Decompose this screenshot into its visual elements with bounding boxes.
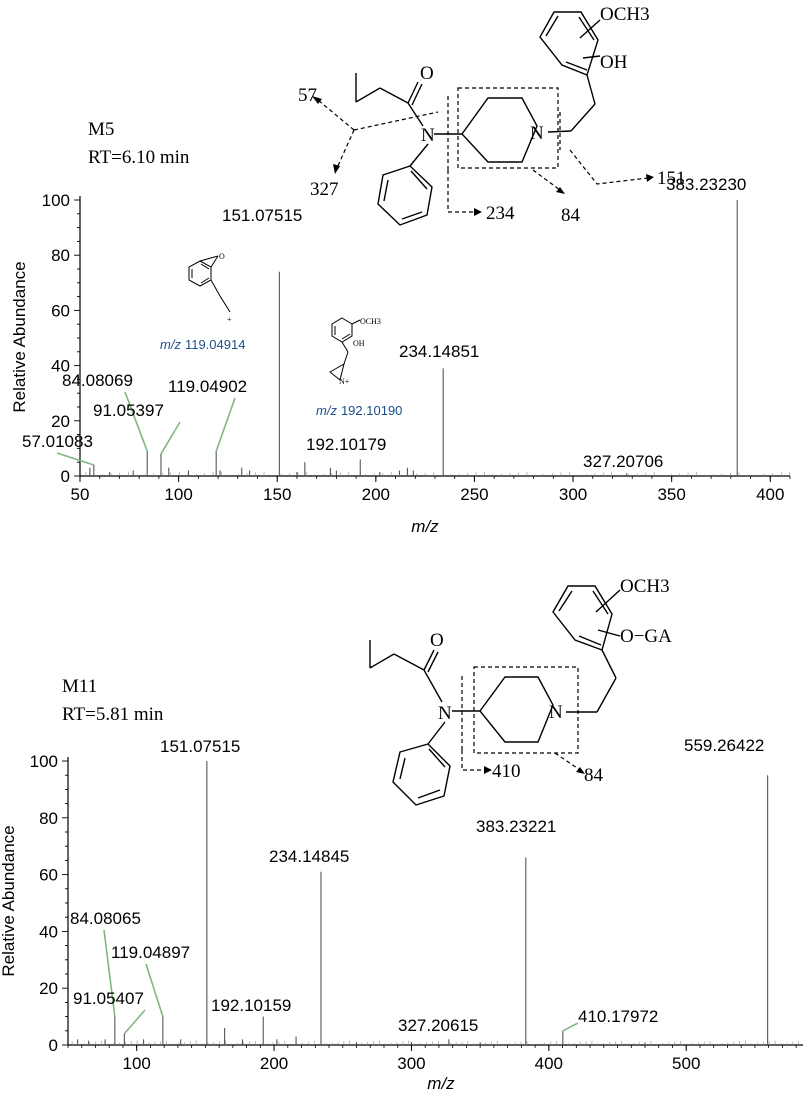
y-tick-label: 20: [39, 979, 58, 998]
panel-m11: M11 RT=5.81 min Relative Abundance m/z 1…: [0, 576, 803, 1093]
x-axis-title-m11: m/z: [427, 1074, 455, 1093]
x-tick-label: 200: [260, 1054, 288, 1073]
label-leader-line: [562, 1022, 579, 1032]
cleavage-84: 84: [561, 205, 581, 226]
methoxy-group-m11: OCH3: [620, 576, 670, 597]
frag192-oh: OH: [353, 339, 365, 348]
label-leader-line: [123, 1009, 146, 1035]
x-tick-label: 200: [362, 485, 390, 504]
plus-charge: +: [227, 315, 232, 324]
axes-m5: 50 100 150 200 250 300 350 400 0 20 40 60 80 100: [42, 191, 791, 504]
cleavage-234: 234: [486, 203, 515, 224]
molecule-structure-m11: O N N OCH3 O−GA: [369, 576, 672, 806]
methoxy-group-m5: OCH3: [600, 4, 650, 25]
peak-label: 119.04897: [111, 943, 190, 962]
cleavage-84-m11: 84: [584, 765, 604, 786]
peak-label: 383.23230: [666, 175, 746, 194]
label-leaders-m5: [56, 391, 236, 466]
y-tick-label: 40: [51, 357, 70, 376]
peak-label: 84.08065: [70, 909, 141, 928]
peak-label: 151.07515: [222, 206, 302, 225]
x-axis-title-m5: m/z: [411, 517, 439, 536]
molecule-structure-m5: O N N OCH3 OH: [298, 4, 686, 226]
x-tick-label: 150: [263, 485, 291, 504]
peak-label: 84.08069: [62, 371, 133, 390]
x-tick-label: 500: [672, 1054, 700, 1073]
x-tick-label: 250: [460, 485, 488, 504]
peak-label: 91.05407: [73, 989, 144, 1008]
label-leaders-m11: [103, 929, 579, 1035]
peak-label: 151.07515: [160, 737, 240, 756]
label-leader-line: [103, 929, 116, 1017]
peak-label: 234.14851: [399, 342, 479, 361]
y-tick-label: 100: [30, 752, 58, 771]
peak-labels-m11: 84.08065 91.05407 119.04897 151.07515 192.10…: [70, 736, 764, 1035]
y-tick-label: 80: [39, 809, 58, 828]
peak-label: 119.04902: [168, 377, 247, 396]
x-tick-label: 100: [164, 485, 192, 504]
label-leader-line: [160, 421, 181, 455]
x-tick-label: 100: [123, 1054, 151, 1073]
peak-label: 234.14845: [269, 847, 349, 866]
y-tick-label: 0: [49, 1036, 58, 1055]
retention-time-m5: RT=6.10 min: [88, 147, 190, 168]
y-tick-label: 60: [39, 866, 58, 885]
x-tick-label: 300: [559, 485, 587, 504]
label-leader-line: [56, 452, 95, 466]
peak-label: 91.05397: [93, 401, 164, 420]
carbonyl-oxygen-m5: O: [420, 63, 434, 84]
label-leader-line: [124, 391, 148, 452]
peak-label: 410.17972: [578, 1007, 658, 1026]
glucuronide-group-m11: O−GA: [620, 626, 672, 647]
x-tick-label: 400: [756, 485, 784, 504]
peak-label: 57.01083: [22, 432, 93, 451]
x-tick-label: 400: [535, 1054, 563, 1073]
y-tick-label: 100: [42, 191, 70, 210]
hydroxy-group-m5: OH: [600, 52, 628, 73]
y-tick-label: 0: [61, 467, 70, 486]
fragment-structure-119: O +: [188, 252, 232, 324]
peak-label: 327.20615: [398, 1016, 478, 1035]
frag192-och3: OCH3: [360, 317, 381, 326]
cleavage-327: 327: [310, 179, 339, 200]
y-axis-title-m11: Relative Abundance: [0, 825, 18, 976]
sample-name-m11: M11: [62, 676, 97, 697]
cleavage-57: 57: [298, 85, 317, 106]
label-leader-line: [215, 397, 236, 452]
retention-time-m11: RT=5.81 min: [62, 704, 164, 725]
y-tick-label: 80: [51, 246, 70, 265]
fragment-structure-192: OCH3 OH N+: [329, 317, 381, 386]
peak-label: 327.20706: [583, 452, 663, 471]
peaks-m5: [85, 200, 791, 476]
y-tick-label: 40: [39, 922, 58, 941]
carbonyl-oxygen-m11: O: [430, 630, 444, 651]
y-tick-label: 20: [51, 412, 70, 431]
amide-nitrogen-m5: N: [421, 125, 435, 146]
oxide-oxygen: O: [219, 252, 225, 261]
peak-label: 383.23221: [476, 817, 556, 836]
piperidine-nitrogen-m11: N: [549, 702, 563, 723]
sample-name-m5: M5: [88, 119, 114, 140]
panel-m5: M5 RT=6.10 min Relative Abundance m/z 50…: [10, 4, 791, 536]
amide-nitrogen-m11: N: [438, 703, 452, 724]
peaks-m11: [71, 761, 800, 1045]
piperidine-nitrogen-m5: N: [530, 123, 544, 144]
label-leader-line: [145, 963, 164, 1017]
peak-label: 559.26422: [684, 736, 764, 755]
y-axis-title-m5: Relative Abundance: [10, 261, 29, 412]
x-tick-label: 350: [657, 485, 685, 504]
peak-label: 192.10179: [306, 435, 386, 454]
cleavage-151: 151: [657, 168, 686, 189]
peak-label: 192.10159: [211, 996, 291, 1015]
x-tick-label: 300: [397, 1054, 425, 1073]
cleavage-410: 410: [492, 761, 521, 782]
x-tick-label: 50: [71, 485, 90, 504]
frag192-nitrogen: N+: [339, 377, 350, 386]
y-tick-label: 60: [51, 301, 70, 320]
